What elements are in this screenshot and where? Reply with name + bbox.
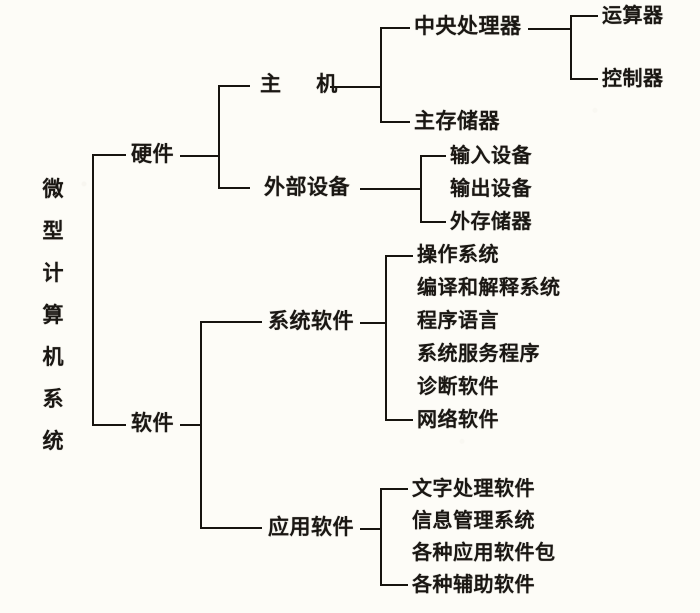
node-network-software: 网络软件 (417, 407, 499, 431)
node-cpu: 中央处理器 (414, 14, 522, 38)
connector-peripheral-to-storage (420, 221, 446, 223)
connector-system-to-network (385, 419, 413, 421)
root-char-1: 型 (42, 219, 64, 243)
connector-root-vertical (92, 154, 94, 426)
connector-system-software-vertical (385, 255, 387, 421)
connector-hardware-stem (180, 155, 220, 157)
node-operating-system: 操作系统 (417, 242, 499, 266)
connector-application-to-auxiliary (380, 584, 408, 586)
root-char-0: 微 (42, 177, 64, 201)
node-system-software: 系统软件 (268, 309, 354, 333)
connector-cpu-to-control-unit (570, 78, 598, 80)
connector-hardware-to-peripheral (218, 187, 250, 189)
connector-cpu-vertical (570, 15, 572, 80)
connector-peripheral-to-input (420, 155, 446, 157)
node-hardware: 硬件 (131, 142, 174, 166)
root-char-5: 系 (42, 387, 64, 411)
node-software: 软件 (131, 411, 174, 435)
node-host: 主 机 (260, 72, 352, 96)
connector-root-to-hardware (92, 154, 126, 156)
connector-cpu-stem (528, 28, 572, 30)
node-information-management-system: 信息管理系统 (412, 508, 535, 532)
connector-application-software-vertical (380, 488, 382, 586)
node-peripheral-device: 外部设备 (264, 175, 350, 199)
connector-peripheral-stem (360, 188, 422, 190)
connector-software-to-application (200, 527, 262, 529)
node-compiler-interpreter-system: 编译和解释系统 (417, 275, 561, 299)
connector-software-to-system (200, 321, 262, 323)
node-control-unit: 控制器 (602, 66, 664, 90)
connector-host-to-cpu (380, 27, 410, 29)
root-char-4: 机 (42, 345, 64, 369)
connector-peripheral-vertical (420, 155, 422, 223)
connector-host-to-main-memory (380, 121, 410, 123)
connector-host-vertical (380, 27, 382, 123)
connector-application-software-stem (360, 528, 382, 530)
connector-hardware-vertical (218, 85, 220, 189)
root-char-3: 算 (42, 303, 64, 327)
connector-host-stem (330, 86, 382, 88)
connector-hardware-to-host (218, 85, 250, 87)
node-application-software-package: 各种应用软件包 (412, 540, 556, 564)
root-node-label: 微 型 计 算 机 系 统 (38, 168, 68, 462)
connector-root-to-software (92, 424, 126, 426)
node-application-software: 应用软件 (268, 515, 354, 539)
connector-application-to-word-processing (380, 488, 408, 490)
connector-system-to-os (385, 255, 413, 257)
node-diagnostic-software: 诊断软件 (417, 374, 499, 398)
node-external-storage: 外存储器 (450, 209, 532, 233)
node-output-device: 输出设备 (450, 176, 532, 200)
connector-system-software-stem (360, 322, 387, 324)
node-main-memory: 主存储器 (414, 109, 500, 133)
node-input-device: 输入设备 (450, 143, 532, 167)
root-char-6: 统 (42, 429, 64, 453)
node-system-service-program: 系统服务程序 (417, 341, 540, 365)
root-char-2: 计 (42, 261, 64, 285)
node-auxiliary-software: 各种辅助软件 (412, 572, 535, 596)
connector-cpu-to-alu (570, 15, 598, 17)
connector-software-stem (180, 424, 202, 426)
connector-software-vertical (200, 321, 202, 529)
node-word-processing-software: 文字处理软件 (412, 476, 535, 500)
node-programming-language: 程序语言 (417, 308, 499, 332)
node-alu: 运算器 (602, 3, 664, 27)
